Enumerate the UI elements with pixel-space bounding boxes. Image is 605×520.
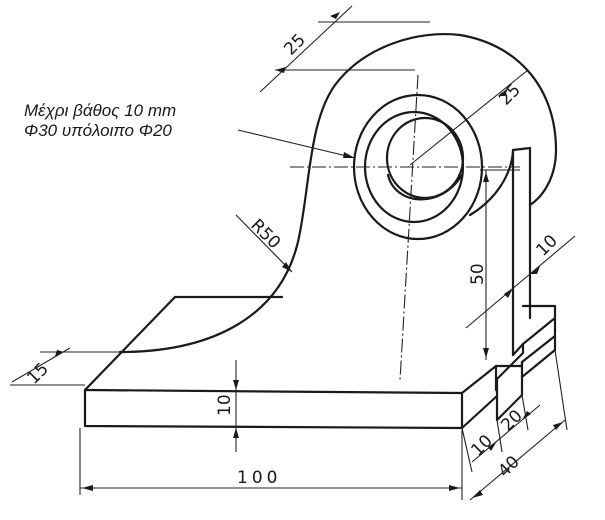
center-lines [290, 74, 520, 381]
hole-circle [385, 116, 465, 200]
dim-100: 100 [79, 428, 463, 500]
dim-slot-20-label: 20 [497, 406, 526, 435]
base-front-top-edge [83, 388, 464, 395]
hole-center-vertical [399, 74, 419, 381]
machining-note: Μέχρι βάθος 10 mm Φ30 υπόλοιπο Φ20 [24, 101, 176, 141]
dim-10-base: 10 [215, 360, 239, 452]
base-top-left-edge [83, 295, 284, 392]
dim-10-rib-label: 10 [532, 231, 561, 260]
dim-r50-label: R50 [246, 215, 284, 253]
upright-front-right-edge [468, 148, 515, 357]
dim-15: 15 [10, 347, 120, 389]
dim-100-label: 100 [237, 468, 281, 488]
hole-inner-arc [386, 173, 464, 201]
upright-base-joint [511, 342, 525, 357]
dim-r50: R50 [235, 214, 293, 273]
note-line-2: Φ30 υπόλοιπο Φ20 [24, 121, 172, 140]
dim-50: 50 [468, 169, 520, 360]
upright-left-profile [118, 33, 558, 354]
base-top-back-edge [521, 304, 557, 320]
base-slot-inner [494, 360, 524, 392]
dim-50-label: 50 [468, 263, 488, 285]
dim-slot-10-label: 10 [467, 431, 496, 460]
dim-40-label: 40 [494, 452, 523, 481]
upright-body [118, 33, 558, 357]
base-plate [83, 295, 557, 430]
dim-25-top: 25 [259, 5, 430, 93]
base-slot-step [495, 334, 557, 422]
upright-rib-top [511, 146, 532, 152]
dim-10-base-label: 10 [215, 394, 235, 416]
note-leader [237, 129, 356, 159]
hole-outer-boss [352, 93, 484, 241]
dim-25-hole-label: 25 [495, 80, 524, 109]
dim-15-label: 15 [23, 359, 52, 388]
base-front-face [83, 388, 464, 430]
dim-25-top-label: 25 [280, 30, 309, 59]
note-line-1: Μέχρι βάθος 10 mm [24, 101, 177, 120]
